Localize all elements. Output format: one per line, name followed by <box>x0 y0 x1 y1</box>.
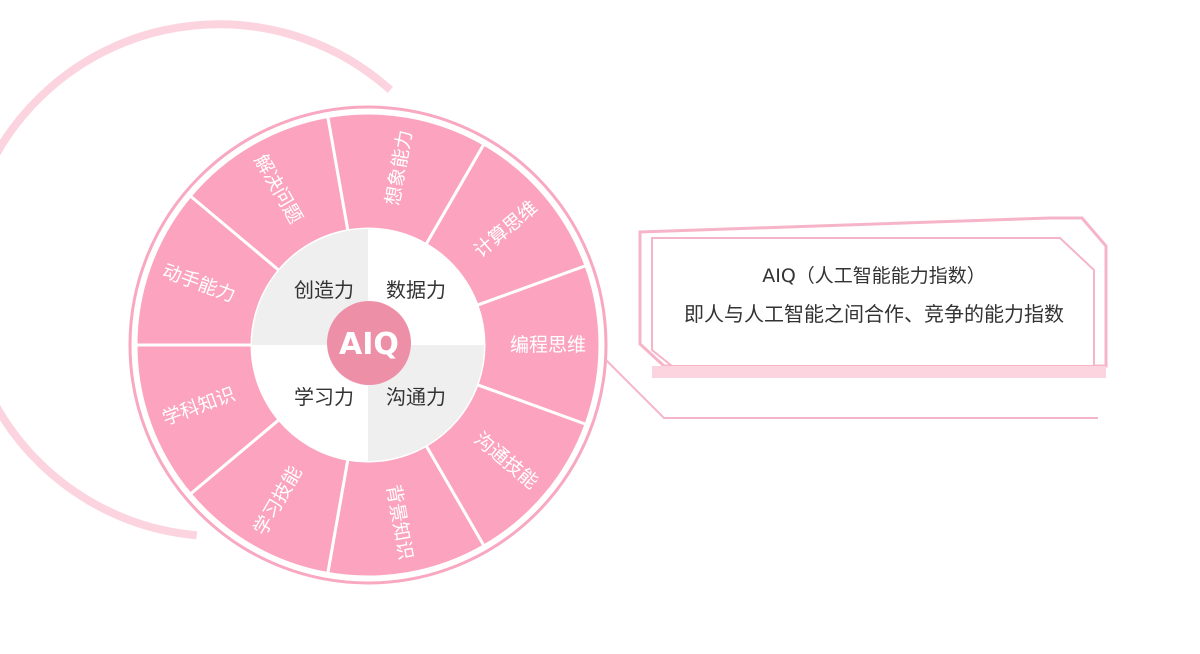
aiq-logo-text: AIQ <box>339 327 399 362</box>
segment-label: 编程思维 <box>510 334 586 356</box>
outer-ring <box>128 105 608 585</box>
quadrant-bottom-left <box>252 345 368 461</box>
info-box-outer-frame <box>638 216 1108 368</box>
aiq-logo: AIQ <box>327 301 411 385</box>
inner-label-communication: 沟通力 <box>386 385 446 409</box>
connector-line <box>605 359 1098 419</box>
inner-label-creativity: 创造力 <box>294 278 354 302</box>
info-line-1: AIQ（人工智能能力指数） <box>762 265 986 287</box>
outer-decorative-arc <box>0 20 393 540</box>
info-box: AIQ（人工智能能力指数） 即人与人工智能之间合作、竞争的能力指数 <box>638 216 1108 378</box>
inner-label-learning: 学习力 <box>294 385 354 409</box>
info-box-bottom-band <box>652 366 1106 378</box>
inner-label-data: 数据力 <box>386 278 446 302</box>
aiq-logo-badge <box>327 301 411 385</box>
outer-segments <box>134 111 602 579</box>
info-line-2: 即人与人工智能之间合作、竞争的能力指数 <box>684 302 1064 326</box>
